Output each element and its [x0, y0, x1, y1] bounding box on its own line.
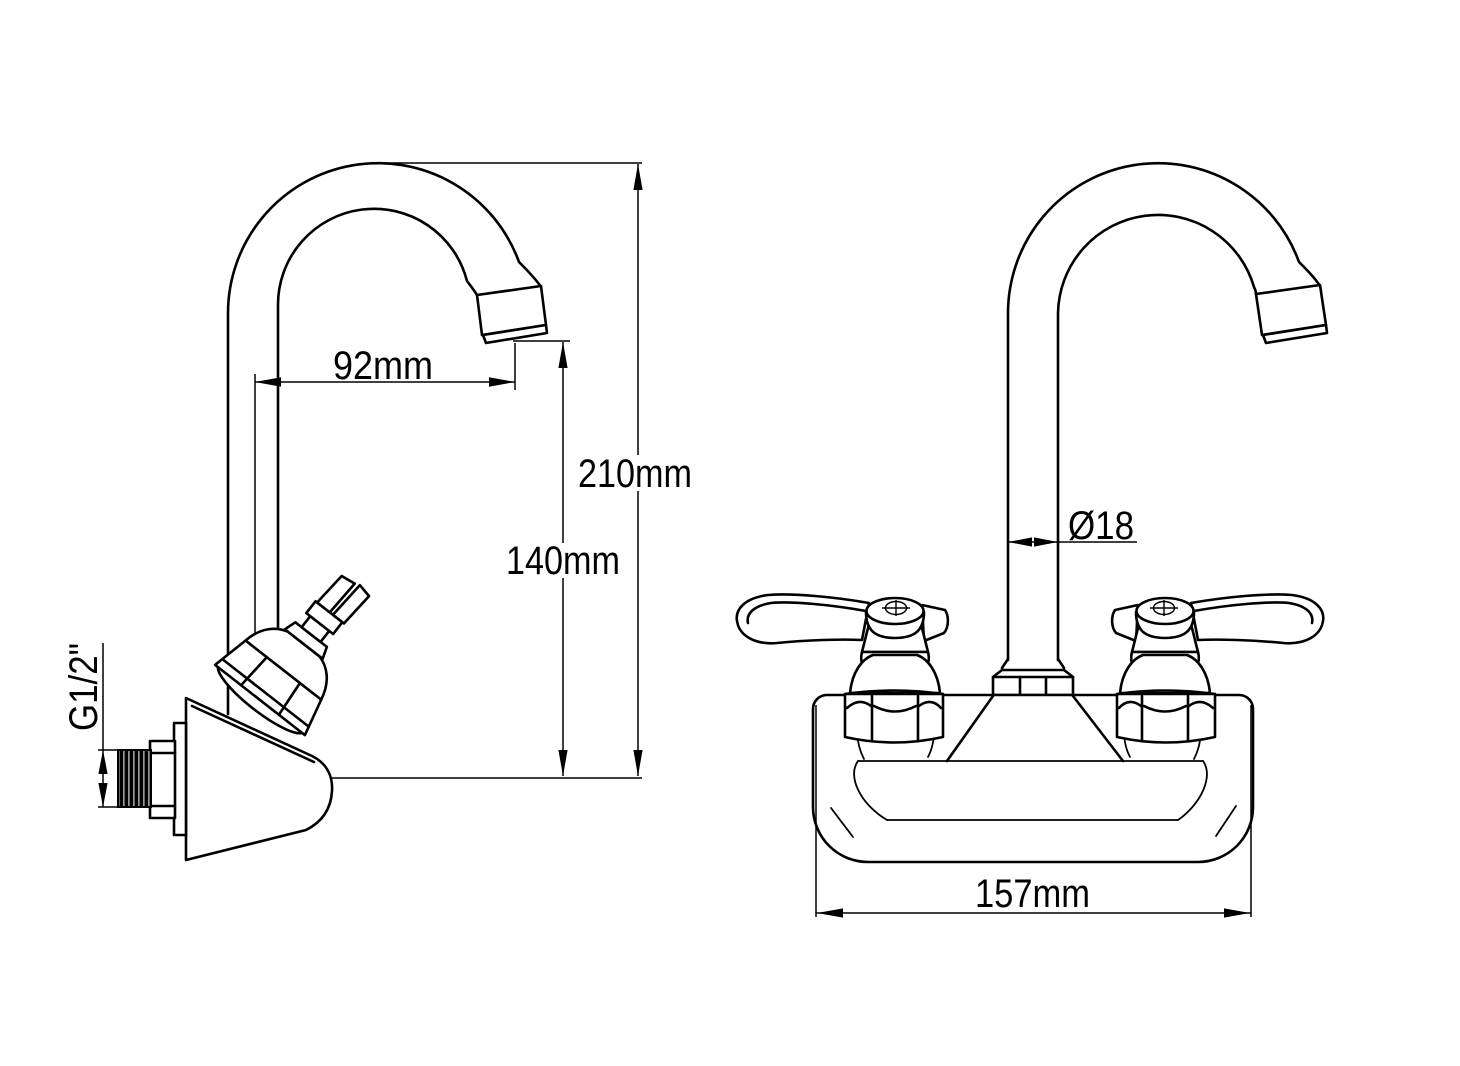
spout-outer-profile [1006, 161, 1322, 662]
corner-tick [830, 807, 854, 838]
lever [735, 593, 871, 645]
arrowhead-down [558, 750, 568, 776]
dim-label-body-width: 157mm [975, 872, 1090, 916]
nut-chamfer-arc [917, 700, 943, 710]
collar-facet-line [277, 681, 302, 717]
lever-bar [331, 583, 371, 625]
valve-assembly [213, 574, 371, 737]
spout-nozzle-lip [481, 323, 549, 345]
nut-chamfer-arc [845, 700, 873, 710]
arrowhead-right [1224, 908, 1250, 918]
valve-washer [283, 620, 329, 661]
dim-label-overall-height: 210mm [578, 452, 692, 496]
body-contour-curve [1177, 760, 1208, 821]
arrowhead-left [255, 377, 281, 387]
inlet-thread [117, 749, 152, 808]
dim-outlet-height: 140mm [506, 340, 620, 776]
arrowhead-down [633, 750, 643, 776]
handle-left [735, 593, 950, 744]
lever-bar [315, 574, 357, 614]
spout-inner-profile [1056, 213, 1258, 662]
spout-nozzle-lip [1261, 323, 1329, 345]
dim-label-spout-tube-diameter: Ø18 [1068, 504, 1134, 548]
corner-tick [1215, 805, 1237, 837]
side-view [117, 161, 549, 862]
dim-label-spout-reach: 92mm [333, 344, 433, 388]
body-contour-curve [853, 760, 888, 821]
dimension-annotations: 92mm 210mm 140mm G [62, 162, 1252, 918]
arrowhead-left [1008, 537, 1032, 547]
arrowhead-down [98, 783, 108, 807]
nut-top-arc [843, 689, 945, 696]
boss-diagonal [1071, 694, 1125, 763]
dim-overall-height: 210mm [380, 162, 692, 776]
riser-flare [1000, 657, 1010, 670]
arrowhead-right [489, 377, 515, 387]
cap-top [865, 596, 925, 626]
dim-label-outlet-height: 140mm [506, 539, 620, 583]
boss-diagonal [945, 694, 995, 763]
collar-band-line [221, 658, 310, 728]
dim-spout-tube-diameter: Ø18 [1008, 504, 1137, 548]
collar-facet-line [239, 655, 269, 687]
spout-inner-profile [276, 207, 479, 666]
front-view [735, 161, 1329, 864]
body-cone-lip-line [190, 704, 316, 764]
lever-stub [920, 603, 950, 643]
lever-rim-line [746, 601, 868, 625]
spout-base-nut [991, 668, 1075, 697]
arrowhead-left [817, 908, 843, 918]
arrowhead-up [98, 750, 108, 774]
arrowhead-up [558, 342, 568, 368]
dim-inlet-thread: G1/2" [62, 643, 122, 808]
arrowhead-up [633, 164, 643, 190]
spout-outer-profile [226, 161, 543, 716]
handle-dome [848, 653, 942, 695]
dim-spout-reach: 92mm [255, 343, 516, 390]
riser-flare [1056, 657, 1066, 670]
dim-label-inlet-thread: G1/2" [62, 643, 106, 731]
arrowhead-right [1034, 537, 1058, 547]
dim-body-width: 157mm [815, 705, 1252, 918]
body-cone [184, 696, 334, 862]
nut-chamfer-arc [872, 704, 918, 713]
